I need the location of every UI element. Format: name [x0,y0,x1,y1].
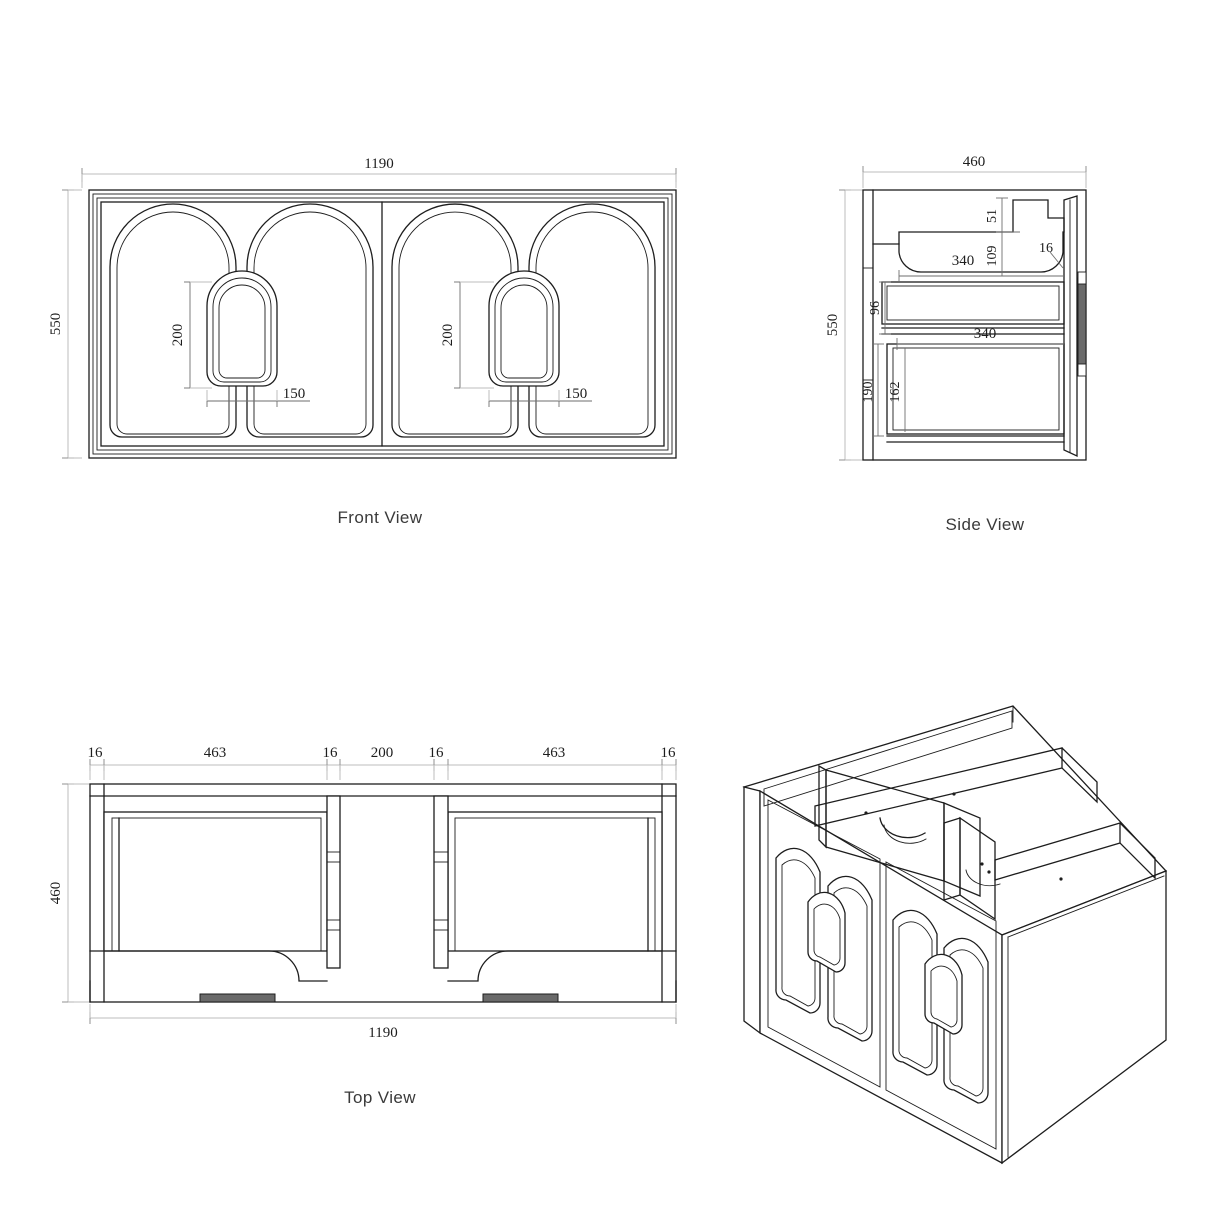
top-dim-depth-label: 460 [48,882,64,905]
top-dim-left-divider-label: 16 [323,745,339,761]
front-arch-right-2 [528,203,656,438]
side-basin-profile [872,199,1065,273]
front-dim-handle-width-left: 150 [206,386,310,407]
side-view-group: 460 550 [825,154,1087,461]
side-dim-depth-460: 460 [862,154,1087,188]
side-dim-162-label: 162 [888,382,903,403]
side-handle-bar [1077,277,1087,371]
top-dim-center-gap-label: 200 [371,745,394,761]
front-dim-handle-width-left-label: 150 [283,386,306,402]
front-view-label: Front View [337,508,423,527]
top-dim-width-label: 1190 [368,1025,397,1041]
front-dim-width-1190: 1190 [81,156,677,188]
top-left-drawer-box [103,811,328,952]
top-dim-depth-460: 460 [48,783,90,1003]
iso-center-divider [943,816,1001,921]
side-dim-340-upper-label: 340 [952,253,975,269]
front-frame-bevel-2 [96,197,669,451]
front-handle-right [488,270,560,387]
side-dim-51-label: 51 [985,209,1000,223]
top-front-apron [89,950,677,1003]
front-dim-handle-width-right: 150 [488,386,592,407]
front-dim-handle-height-left: 200 [170,281,212,389]
front-arch-left-1 [109,203,237,438]
side-dim-depth-label: 460 [963,154,986,170]
top-view-label: Top View [344,1088,416,1107]
iso-back-rail [814,747,1098,881]
front-dim-handle-height-left-label: 200 [170,324,186,347]
top-dim-right-divider-label: 16 [429,745,445,761]
side-dim-340-lower: 340 [896,326,1064,350]
front-view-group: 1190 550 [48,156,677,459]
side-dim-96: 96 [868,281,891,335]
side-dim-height-label: 550 [825,314,841,337]
top-view-group: 16 463 16 200 16 463 16 460 [48,745,677,1041]
side-dim-190-label: 190 [861,382,876,403]
front-frame-bevel-1 [92,193,673,455]
side-dim-340-lower-label: 340 [974,326,997,342]
iso-front-right-door [885,861,997,1150]
front-dim-handle-height-right-label: 200 [440,324,456,347]
front-handle-left [206,270,278,387]
side-dim-340-upper: 340 [898,253,1063,282]
front-dim-handle-height-right: 200 [440,281,494,389]
side-bottom-drawer [886,343,1065,443]
top-dim-width-1190: 1190 [89,1004,677,1041]
front-arch-right-1 [391,203,519,438]
front-arch-left-2 [246,203,374,438]
top-dim-left-panel-label: 16 [88,745,104,761]
front-dim-height-label: 550 [48,313,64,336]
side-dim-96-label: 96 [868,301,883,315]
top-dim-right-drawer-label: 463 [543,745,566,761]
side-dim-109-label: 109 [985,246,1000,267]
top-dim-chain: 16 463 16 200 16 463 16 [88,745,677,780]
side-front-face [1063,195,1087,458]
top-dim-left-drawer-label: 463 [204,745,227,761]
side-dim-162: 162 [888,348,906,432]
top-handle-bar-left [199,993,276,1003]
front-dim-handle-width-right-label: 150 [565,386,588,402]
iso-right-shelf [994,822,1156,881]
top-dim-right-panel-label: 16 [661,745,677,761]
front-dim-height-550: 550 [48,189,82,459]
iso-right-panel-edge [1007,875,1165,938]
top-center-dividers [326,795,449,969]
side-dim-16-label: 16 [1039,241,1053,256]
side-dim-height-550: 550 [825,189,863,461]
side-view-label: Side View [945,515,1025,534]
iso-front-left-door [767,799,881,1088]
side-dim-16: 16 [1039,241,1064,269]
side-dim-190: 190 [861,343,884,437]
side-top-drawer [881,281,1065,335]
front-dim-width-label: 1190 [364,156,393,172]
top-right-drawer-box [447,811,663,952]
top-handle-bar-right [482,993,559,1003]
isometric-view-group [742,705,1168,1165]
